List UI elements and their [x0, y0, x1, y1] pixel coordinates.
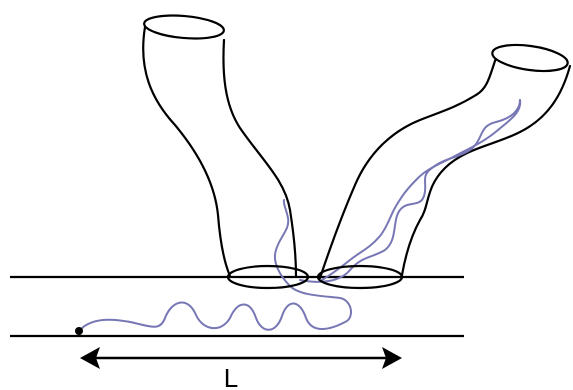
left-tube-left-side	[142, 25, 232, 278]
right-tube	[318, 43, 572, 280]
left-tube-right-side	[222, 38, 298, 278]
right-tube-lower-side	[400, 64, 572, 277]
left-tube-bottom-rim	[226, 264, 310, 290]
arrow-head-left	[80, 347, 100, 369]
arrow-head-right	[382, 347, 402, 369]
left-tube	[142, 14, 298, 278]
polymer-strand-loop	[321, 99, 522, 281]
strand-anchor-bead	[75, 327, 83, 335]
left-tube-top-rim	[143, 14, 225, 40]
length-dimension-arrow	[80, 347, 402, 369]
polymer-strand	[78, 199, 352, 332]
length-label: L	[224, 363, 238, 390]
right-tube-top-rim	[491, 43, 569, 73]
right-tube-upper-side	[318, 56, 498, 280]
right-tube-bottom-rim	[316, 264, 404, 290]
polymer-strand-upper	[299, 99, 521, 283]
